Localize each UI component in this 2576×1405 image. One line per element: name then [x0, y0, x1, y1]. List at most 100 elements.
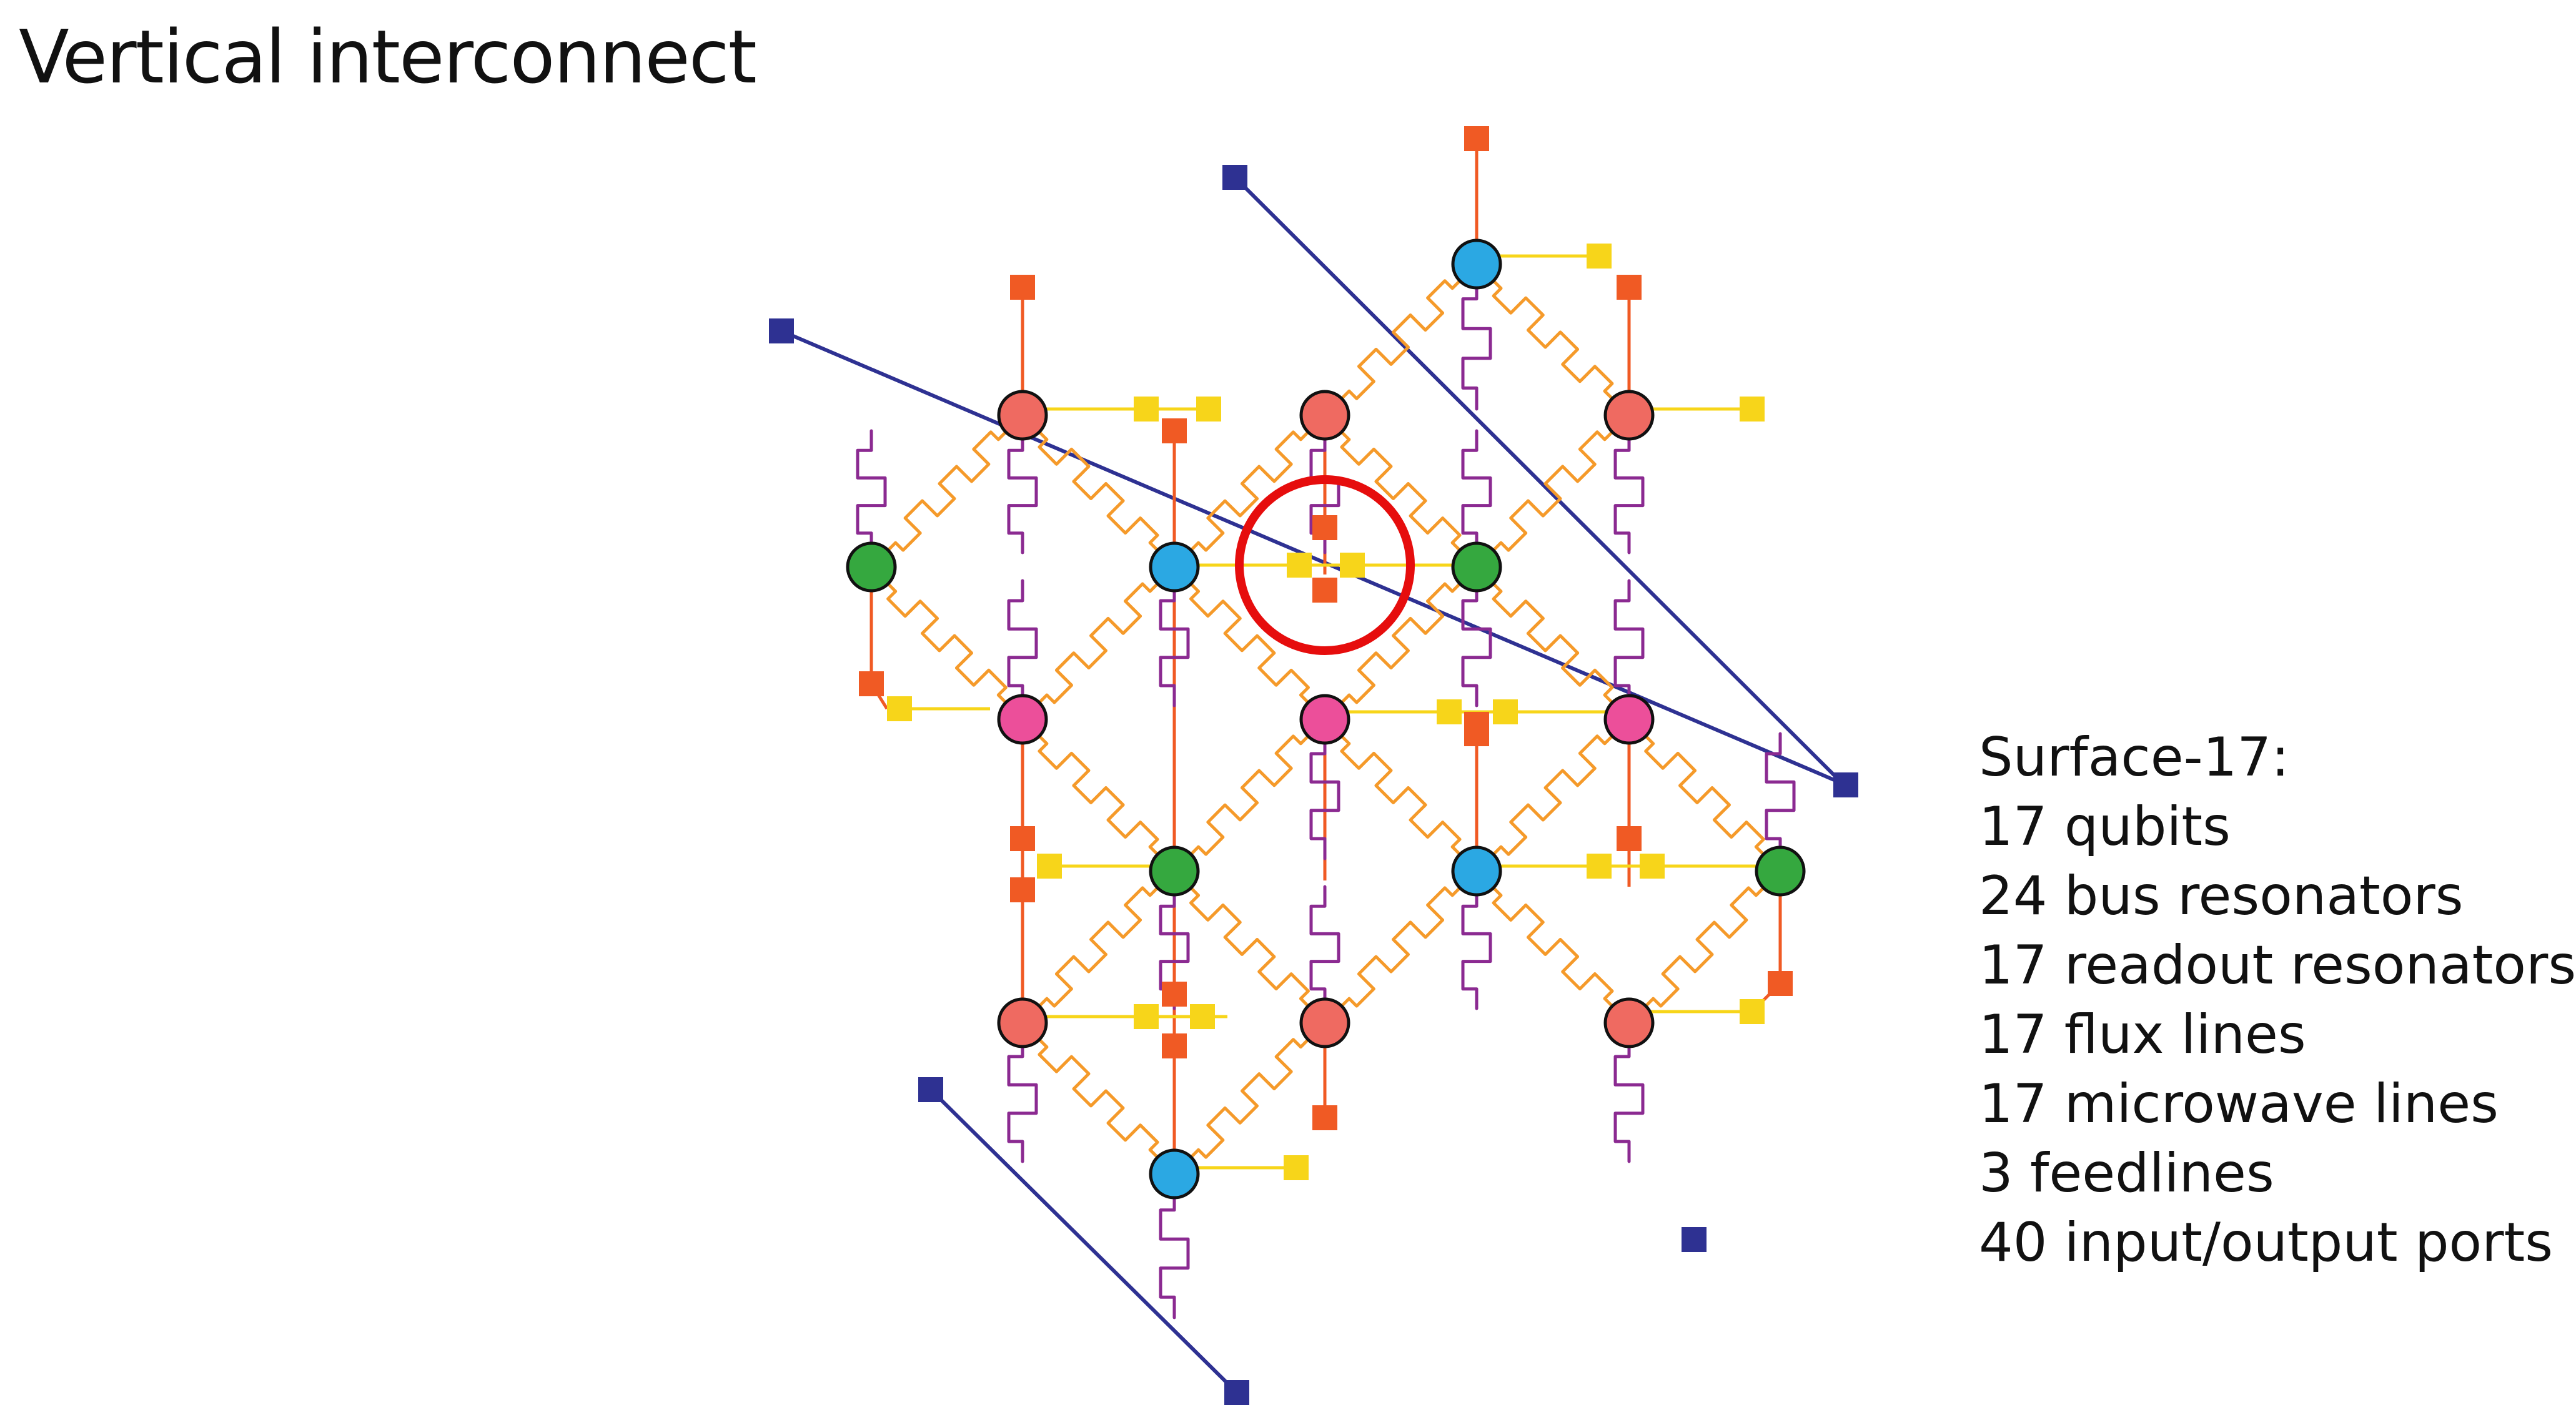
control-lines [869, 139, 1782, 1170]
readout-resonator [856, 429, 887, 555]
readout-resonator [1309, 885, 1340, 1010]
flux-port [1162, 1033, 1187, 1058]
flux-port [1312, 515, 1337, 540]
microwave-port [1587, 854, 1612, 879]
bus-resonator [1172, 717, 1327, 873]
readout-resonator [1765, 732, 1796, 860]
feedline-port [918, 1077, 943, 1102]
qubit [1451, 541, 1502, 593]
readout-resonator [1007, 1035, 1038, 1163]
microwave-port [1340, 553, 1365, 578]
microwave-port [1437, 699, 1462, 724]
qubit [997, 694, 1048, 745]
readout-resonator [1309, 732, 1340, 860]
bus-resonator [1172, 1021, 1327, 1176]
readout-resonator [1461, 885, 1492, 1010]
readout-resonator [1461, 276, 1492, 411]
microwave-port [1640, 854, 1665, 879]
feedline [780, 329, 1847, 787]
summary-heading: Surface-17: [1979, 726, 2290, 789]
bus-resonator [1627, 717, 1782, 873]
microwave-port [1190, 1004, 1215, 1029]
surface-17-chip-diagram [769, 126, 1858, 1405]
microwave-port [1284, 1155, 1309, 1180]
bus-resonator [869, 565, 1024, 721]
microwave-port [1740, 397, 1765, 422]
microwave-port [1740, 999, 1765, 1024]
qubit [1149, 541, 1200, 593]
microwave-port [1196, 397, 1221, 422]
feedline-port [769, 318, 794, 343]
stat-microwave-lines: 17 microwave lines [1979, 1073, 2499, 1135]
qubits [846, 239, 1806, 1200]
bus-resonator [1475, 565, 1631, 721]
vertical-interconnect-highlight [1235, 475, 1415, 655]
bus-resonator [1021, 869, 1176, 1025]
flux-port [1312, 1105, 1337, 1130]
bus-resonator [1323, 565, 1479, 721]
flux-port [1464, 126, 1489, 151]
bus-resonator [1323, 413, 1479, 569]
microwave-port [1134, 1004, 1159, 1029]
qubit [1603, 694, 1655, 745]
bus-resonator [1021, 1021, 1176, 1176]
feedline-port [1222, 165, 1247, 190]
flux-port [1312, 578, 1337, 603]
qubit [1755, 845, 1806, 897]
flux-port [1010, 826, 1035, 851]
qubit [1299, 694, 1350, 745]
stat-flux-lines: 17 flux lines [1979, 1003, 2306, 1066]
readout-resonator [1159, 1188, 1190, 1319]
flux-port [1010, 275, 1035, 300]
feedline-port [1833, 772, 1858, 797]
readout-resonator [1007, 579, 1038, 707]
flux-port [1162, 982, 1187, 1007]
qubit [846, 541, 897, 593]
flux-port [1464, 712, 1489, 737]
flux-port [1768, 971, 1793, 996]
qubit [1149, 845, 1200, 897]
feedline-port [1682, 1227, 1707, 1252]
microwave-port [1134, 397, 1159, 422]
readout-resonator [1461, 429, 1492, 555]
qubit [1149, 1148, 1200, 1200]
bus-resonator [1172, 869, 1327, 1025]
readout-resonator [1613, 579, 1645, 707]
readout-resonator [1461, 579, 1492, 707]
qubit [1451, 239, 1502, 290]
highlight [1235, 475, 1415, 655]
bus-resonators [869, 262, 1782, 1176]
microwave-port [1493, 699, 1518, 724]
flux-port [1617, 275, 1642, 300]
flux-port [1162, 418, 1187, 443]
stat-bus-resonators: 24 bus resonators [1979, 865, 2464, 927]
qubit [1603, 390, 1655, 441]
readout-resonator [1613, 429, 1645, 555]
qubit [1299, 997, 1350, 1048]
flux-port [859, 671, 884, 696]
qubit [1299, 390, 1350, 441]
bus-resonator [1021, 717, 1176, 873]
qubit [997, 997, 1048, 1048]
bus-resonator [869, 413, 1024, 569]
flux-port [1010, 877, 1035, 902]
microwave-port [1587, 244, 1612, 269]
feedline [1233, 175, 1846, 787]
readout-resonator [1007, 429, 1038, 555]
stat-readout-resonators: 17 readout resonators [1979, 934, 2576, 997]
qubit [997, 390, 1048, 441]
readout-resonator [1613, 1035, 1645, 1163]
stat-qubits: 17 qubits [1979, 796, 2231, 858]
bus-resonator [1172, 565, 1327, 721]
microwave-port [1287, 553, 1312, 578]
bus-resonator [1323, 262, 1479, 417]
microwave-port [887, 696, 912, 721]
qubit [1603, 997, 1655, 1048]
flux-port [1617, 826, 1642, 851]
feedline [929, 1088, 1239, 1394]
bus-resonator [1475, 262, 1631, 417]
stat-feedlines: 3 feedlines [1979, 1142, 2274, 1205]
bus-resonator [1021, 413, 1176, 569]
readout-resonators [856, 276, 1796, 1319]
stat-io-ports: 40 input/output ports [1979, 1211, 2554, 1274]
